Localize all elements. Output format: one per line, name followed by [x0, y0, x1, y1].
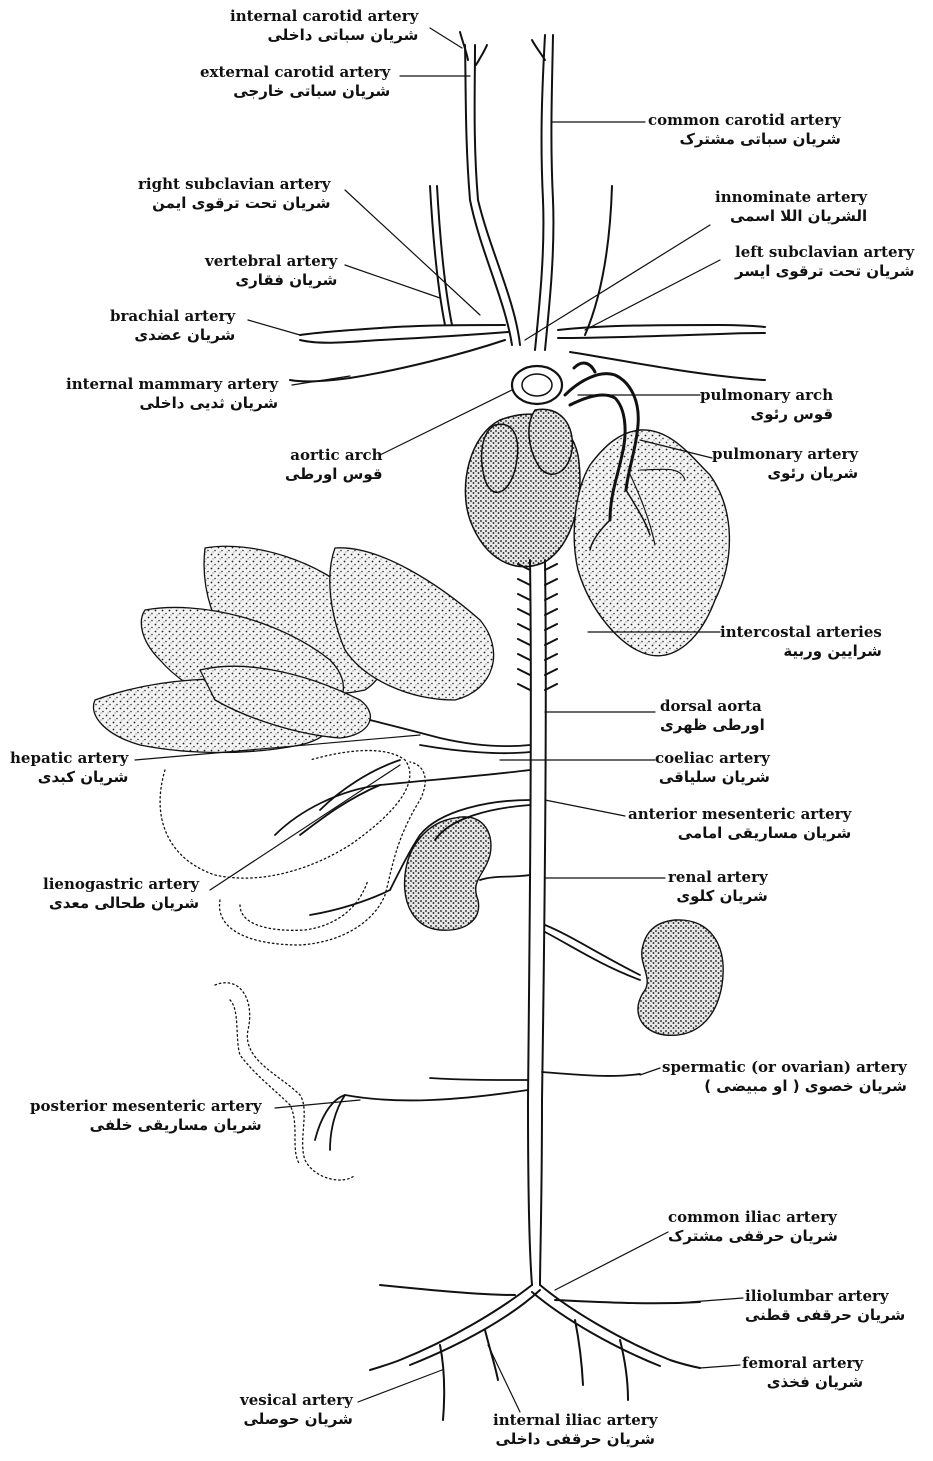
label-vertebral-artery: vertebral artery شریان فقاری — [205, 253, 337, 290]
right-kidney — [638, 920, 723, 1035]
label-spermatic-artery: spermatic (or ovarian) artery شریان خصوی… — [662, 1059, 907, 1096]
label-posterior-mesenteric-artery: posterior mesenteric artery شریان مساریق… — [30, 1098, 262, 1135]
label-left-subclavian-artery: left subclavian artery شریان تحت ترقوی ا… — [735, 244, 914, 281]
liver — [93, 546, 493, 752]
label-femoral-artery: femoral artery شریان فخذی — [742, 1355, 863, 1392]
label-innominate-artery: innominate artery الشریان اللا اسمی — [715, 189, 867, 226]
label-intercostal-arteries: intercostal arteries شرایین وربیة — [720, 624, 882, 661]
intercostal-branches — [518, 564, 557, 690]
left-kidney — [405, 817, 491, 930]
label-pulmonary-arch: pulmonary arch قوس رئوی — [700, 387, 833, 424]
aortic-arch-ring-inner — [522, 374, 552, 396]
label-vesical-artery: vesical artery شریان حوصلی — [240, 1392, 353, 1429]
label-brachial-artery: brachial artery شریان عضدی — [110, 308, 235, 345]
heart — [465, 409, 579, 566]
label-renal-artery: renal artery شریان کلوی — [668, 869, 768, 906]
label-common-carotid-artery: common carotid artery شریان سباتی مشترک — [648, 112, 841, 149]
label-lienogastric-artery: lienogastric artery شریان طحالی معدی — [43, 876, 199, 913]
label-iliolumbar-artery: iliolumbar artery شریان حرقفی قطنی — [745, 1288, 905, 1325]
subclavian-arteries — [290, 186, 765, 381]
iliac-arteries — [370, 1285, 700, 1420]
carotid-arteries — [460, 32, 553, 350]
dorsal-aorta — [528, 560, 546, 1285]
label-internal-iliac-artery: internal iliac artery شریان حرقفی داخلی — [493, 1412, 657, 1449]
abdominal-branches — [275, 720, 640, 1150]
intestine-outline — [215, 983, 355, 1180]
label-external-carotid-artery: external carotid artery شریان سباتی خارج… — [200, 64, 390, 101]
label-aortic-arch: aortic arch قوس اورطی — [285, 447, 383, 484]
label-hepatic-artery: hepatic artery شریان کبدی — [10, 750, 128, 787]
label-common-iliac-artery: common iliac artery شریان حرقفی مشترک — [668, 1209, 838, 1246]
label-dorsal-aorta: dorsal aorta اورطی ظهری — [660, 698, 765, 735]
label-internal-carotid-artery: internal carotid artery شریان سباتی داخل… — [230, 8, 418, 45]
label-coeliac-artery: coeliac artery شریان سلیاقی — [655, 750, 770, 787]
stomach-outline — [160, 751, 425, 945]
label-internal-mammary-artery: internal mammary artery شریان ثدیی داخلی — [66, 376, 278, 413]
label-pulmonary-artery: pulmonary artery شریان رئوی — [712, 446, 858, 483]
label-anterior-mesenteric-artery: anterior mesenteric artery شریان مساریقی… — [628, 806, 851, 843]
label-right-subclavian-artery: right subclavian artery شریان تحت ترقوی … — [138, 176, 331, 213]
right-lung — [574, 430, 729, 656]
